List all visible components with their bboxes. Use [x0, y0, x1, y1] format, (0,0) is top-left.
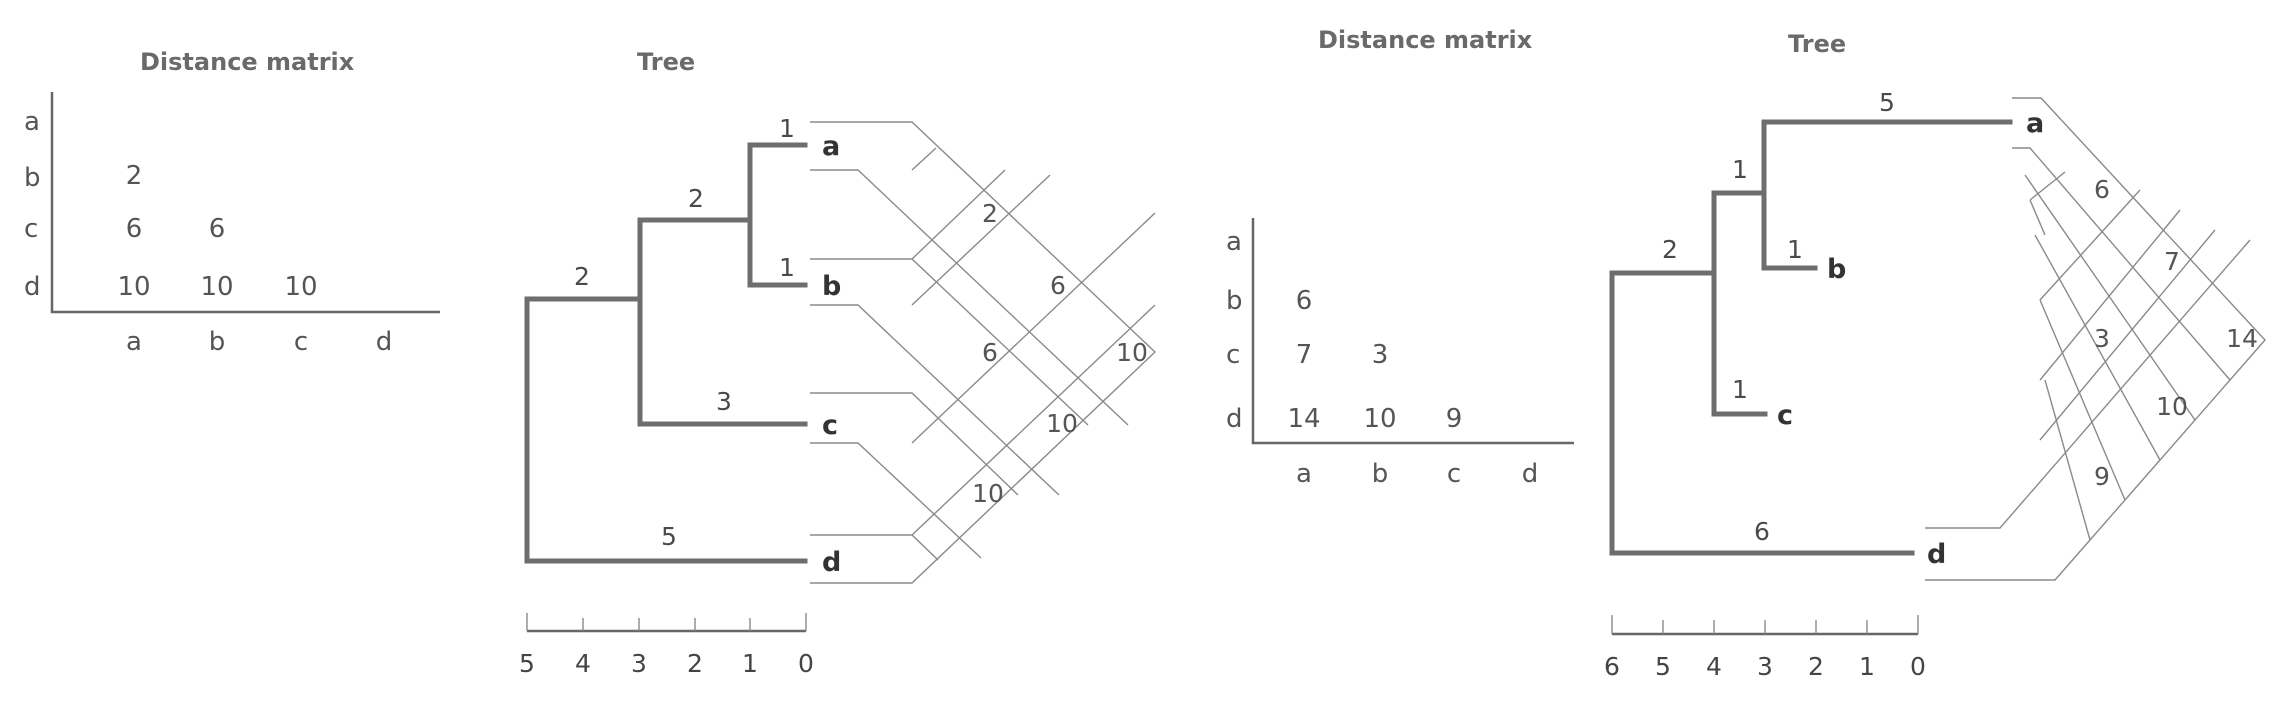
- left-branch-length-a: 1: [779, 114, 795, 143]
- left-matrix-cell-c-a: 6: [126, 214, 143, 244]
- right-branch-length-c: 1: [1732, 375, 1748, 404]
- right-grid-distance-bd: 10: [2156, 392, 2188, 421]
- left-row-label-a: a: [24, 107, 40, 137]
- left-leaf-label-b: b: [822, 271, 841, 302]
- right-branch-length-d: 6: [1754, 517, 1770, 546]
- right-row-label-c: c: [1226, 340, 1240, 370]
- right-grid-distance-ad: 14: [2226, 324, 2258, 353]
- left-tree-branches: [524, 142, 808, 564]
- right-scale-tick-2: 2: [1808, 652, 1824, 681]
- left-leaf-label-c: c: [822, 410, 838, 441]
- right-scale-bar: [1611, 615, 1919, 636]
- right-scale-tick-3: 3: [1757, 652, 1773, 681]
- right-scale-tick-1: 1: [1859, 652, 1875, 681]
- right-scale-tick-6: 6: [1604, 652, 1620, 681]
- right-leaf-label-b: b: [1827, 254, 1846, 285]
- right-matrix-cell-c-b: 3: [1372, 340, 1389, 370]
- left-grid-distance-ad: 10: [1116, 338, 1148, 367]
- left-matrix-cell-d-c: 10: [284, 272, 317, 302]
- left-grid-distance-bd: 10: [1046, 409, 1078, 438]
- left-tree-title: Tree: [637, 48, 695, 76]
- right-branch-length-b: 1: [1787, 235, 1803, 264]
- right-distance-grid: [1925, 97, 2266, 581]
- left-scale-bar: [526, 613, 807, 633]
- right-grid-distance-ab: 6: [2094, 175, 2110, 204]
- left-scale-tick-4: 4: [575, 649, 591, 678]
- right-matrix-cell-d-c: 9: [1446, 404, 1463, 434]
- right-row-label-d: d: [1226, 404, 1243, 434]
- right-scale-tick-0: 0: [1910, 652, 1926, 681]
- right-grid-distance-bc: 3: [2094, 324, 2110, 353]
- left-matrix-axes: [50, 92, 440, 314]
- left-distance-grid: [810, 121, 1157, 584]
- right-col-label-b: b: [1372, 459, 1389, 489]
- left-row-label-c: c: [24, 214, 38, 244]
- right-col-label-a: a: [1296, 459, 1312, 489]
- right-row-label-a: a: [1226, 227, 1242, 257]
- left-grid-distance-ab: 2: [982, 199, 998, 228]
- left-row-label-b: b: [24, 163, 41, 193]
- right-matrix-cell-d-b: 10: [1363, 404, 1396, 434]
- left-grid-distance-bc: 6: [982, 338, 998, 367]
- left-scale-tick-0: 0: [798, 649, 814, 678]
- right-row-label-b: b: [1226, 286, 1243, 316]
- left-col-label-d: d: [376, 327, 393, 357]
- left-matrix-cell-c-b: 6: [209, 214, 226, 244]
- right-col-label-c: c: [1447, 459, 1461, 489]
- left-panel: Distance matrix a b c d a b c d 2 6 6 10…: [24, 48, 1157, 678]
- right-branch-length-a: 5: [1879, 88, 1895, 117]
- right-leaf-label-a: a: [2026, 108, 2044, 139]
- right-matrix-cell-d-a: 14: [1287, 404, 1320, 434]
- right-branch-length-ab: 1: [1732, 155, 1748, 184]
- left-branch-length-c: 3: [716, 387, 732, 416]
- right-branch-length-abc: 2: [1662, 235, 1678, 264]
- left-matrix-title: Distance matrix: [140, 48, 355, 76]
- right-tree-branches: [1609, 119, 2013, 556]
- left-branch-length-abc: 2: [574, 262, 590, 291]
- left-matrix-cell-d-a: 10: [117, 272, 150, 302]
- left-scale-tick-5: 5: [519, 649, 535, 678]
- right-leaf-label-d: d: [1927, 539, 1946, 570]
- right-matrix-cell-b-a: 6: [1296, 286, 1313, 316]
- right-panel: Distance matrix a b c d a b c d 6 7 3 14…: [1226, 26, 2266, 681]
- right-matrix-axes: [1251, 218, 1574, 445]
- right-scale-tick-5: 5: [1655, 652, 1671, 681]
- left-scale-tick-1: 1: [742, 649, 758, 678]
- left-row-label-d: d: [24, 272, 41, 302]
- left-matrix-cell-b-a: 2: [126, 161, 143, 191]
- left-grid-distance-cd: 10: [972, 479, 1004, 508]
- left-scale-tick-2: 2: [687, 649, 703, 678]
- left-branch-length-ab: 2: [688, 184, 704, 213]
- left-col-label-b: b: [209, 327, 226, 357]
- right-scale-tick-4: 4: [1706, 652, 1722, 681]
- left-branch-length-b: 1: [779, 253, 795, 282]
- left-leaf-label-d: d: [822, 547, 841, 578]
- left-col-label-a: a: [126, 327, 142, 357]
- right-leaf-label-c: c: [1777, 400, 1793, 431]
- right-col-label-d: d: [1522, 459, 1539, 489]
- left-leaf-label-a: a: [822, 131, 840, 162]
- right-grid-distance-ac: 7: [2164, 247, 2180, 276]
- left-branch-length-d: 5: [661, 522, 677, 551]
- right-matrix-title: Distance matrix: [1318, 26, 1533, 54]
- left-scale-tick-3: 3: [631, 649, 647, 678]
- right-grid-distance-cd: 9: [2094, 462, 2110, 491]
- right-matrix-cell-c-a: 7: [1296, 340, 1313, 370]
- left-matrix-cell-d-b: 10: [200, 272, 233, 302]
- left-col-label-c: c: [294, 327, 308, 357]
- right-tree-title: Tree: [1788, 30, 1846, 58]
- left-grid-distance-ac: 6: [1050, 271, 1066, 300]
